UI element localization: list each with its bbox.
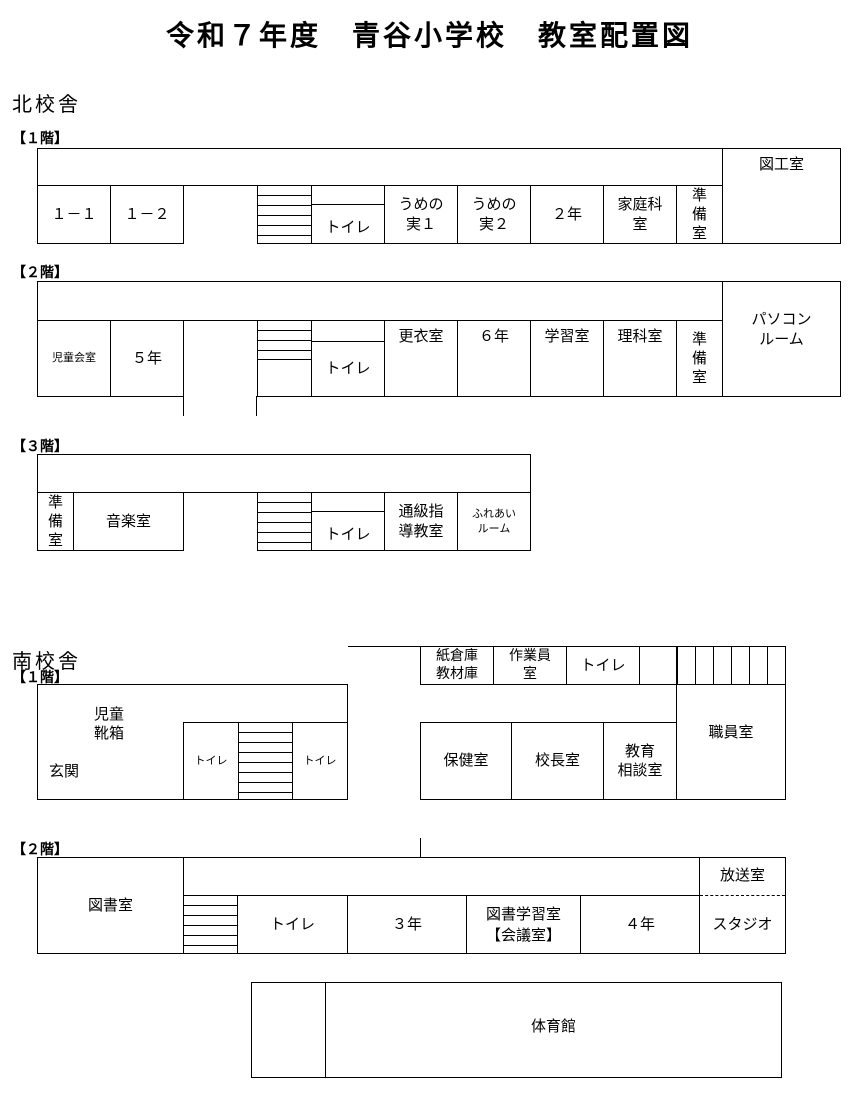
room-grade-4: ４年: [580, 895, 700, 954]
room-1-2: １－２: [110, 185, 184, 244]
south-floor2-label: 【２階】: [12, 842, 68, 858]
room-principal: 校長室: [511, 722, 604, 800]
room-toilet: トイレ: [237, 895, 348, 954]
passage-line: [256, 396, 257, 416]
stairs: [676, 646, 786, 685]
room-library-study: 図書学習室 【会議室】: [466, 895, 581, 954]
room-umenomi-1: うめの 実１: [384, 185, 458, 244]
gymnasium: 体育館: [325, 982, 782, 1078]
corridor: [37, 148, 723, 186]
page-title: 令和７年度 青谷小学校 教室配置図: [165, 19, 693, 52]
room-home-economics: 家庭科 室: [603, 185, 677, 244]
corridor: [37, 281, 723, 321]
room-toilet: トイレ: [183, 722, 239, 800]
south-floor1-label: 【１階】: [12, 670, 68, 686]
room-broadcast: 放送室: [719, 866, 765, 885]
outline-line: [639, 646, 677, 647]
north-floor1-label: 【１階】: [12, 131, 68, 147]
room-resource-class: 通級指 導教室: [384, 492, 458, 551]
room-prep: 準 備 室: [676, 185, 723, 244]
divider: [700, 895, 785, 896]
room-student-council: 児童会室: [37, 320, 111, 397]
south-building-label: 南校舎: [12, 649, 81, 673]
room-study: 学習室: [530, 320, 604, 397]
passage-line: [183, 396, 184, 416]
room-storage: 紙倉庫 教材庫: [420, 646, 494, 685]
stairs: [257, 492, 312, 551]
room-grade-2: ２年: [530, 185, 604, 244]
room-computer: パソコン ルーム: [722, 281, 841, 397]
outline-line: [420, 838, 421, 858]
room-prep: 準 備 室: [37, 492, 74, 551]
room-library: 図書室: [37, 857, 184, 954]
room-janitor: 作業員 室: [493, 646, 567, 685]
room-fureai: ふれあい ルーム: [457, 492, 531, 551]
room-art: 図工室: [722, 148, 841, 244]
room-prep: 準 備 室: [676, 320, 723, 397]
room-staff: 職員室: [676, 684, 786, 800]
room-studio: スタジオ: [712, 915, 773, 934]
room-grade-6: ６年: [457, 320, 531, 397]
broadcast-block: [699, 857, 786, 954]
gym-annex: [251, 982, 326, 1078]
room-science: 理科室: [603, 320, 677, 397]
room-toilet: トイレ: [311, 341, 385, 397]
north-floor3-label: 【３階】: [12, 439, 68, 455]
stairs: [257, 185, 312, 244]
room-grade-5: ５年: [110, 320, 184, 397]
north-building-label: 北校舎: [12, 92, 81, 116]
outline-line: [639, 684, 677, 685]
room-toilet: トイレ: [566, 646, 640, 685]
room-toilet: トイレ: [292, 722, 348, 800]
stairs: [257, 320, 312, 360]
stairs-landing: [257, 359, 312, 397]
shoe-lockers: 児童 靴箱: [93, 704, 124, 743]
gap: [184, 493, 256, 553]
room-grade-3: ３年: [347, 895, 467, 954]
room-counseling: 教育 相談室: [603, 722, 677, 800]
north-floor2-label: 【２階】: [12, 265, 68, 281]
stairs: [183, 895, 238, 954]
room-toilet: トイレ: [311, 204, 385, 244]
room-1-1: １－１: [37, 185, 111, 244]
gap: [184, 321, 256, 401]
entrance: 玄関: [48, 762, 79, 781]
corridor: [183, 857, 700, 896]
corridor: [37, 454, 531, 493]
stairs: [238, 722, 293, 800]
gap: [184, 186, 256, 246]
room-umenomi-2: うめの 実２: [457, 185, 531, 244]
room-changing: 更衣室: [384, 320, 458, 397]
room-toilet: トイレ: [311, 511, 385, 551]
room-nurse: 保健室: [420, 722, 512, 800]
room-music: 音楽室: [73, 492, 184, 551]
outline-line: [348, 646, 420, 647]
